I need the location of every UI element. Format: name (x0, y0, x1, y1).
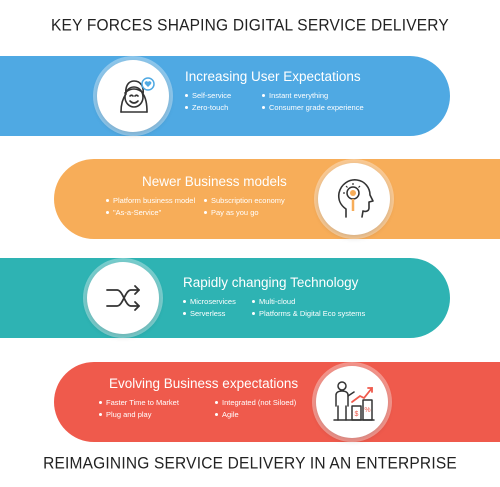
force-item: Microservices (183, 297, 236, 306)
shuffle-arrows-icon (106, 285, 140, 311)
force-band-user-expectations: Increasing User Expectations Self-servic… (0, 56, 500, 136)
force-title: Increasing User Expectations (185, 69, 361, 84)
head-idea-bulb-icon (337, 179, 374, 218)
force-item: "As-a-Service" (106, 208, 161, 217)
force-item: Self-service (185, 91, 231, 100)
force-title: Evolving Business expectations (109, 376, 299, 391)
icon-circle (87, 262, 159, 334)
force-title: Rapidly changing Technology (183, 275, 359, 290)
force-item: Plug and play (99, 410, 151, 419)
force-band-technology: Rapidly changing Technology Microservice… (0, 258, 500, 338)
footer-title: REIMAGINING SERVICE DELIVERY IN AN ENTER… (43, 454, 457, 473)
icon-circle (318, 163, 390, 235)
force-band-business-models: Newer Business models Platform business … (0, 159, 500, 239)
force-item: Integrated (not Siloed) (215, 398, 296, 407)
force-item: Instant everything (262, 91, 328, 100)
force-item: Pay as you go (204, 208, 259, 217)
force-item: Zero-touch (185, 103, 228, 112)
businessman-growth-chart-icon: $ % (333, 381, 375, 421)
force-band-business-expectations: $ % Evolving Business expectations Faste… (0, 362, 500, 442)
force-item: Consumer grade experience (262, 103, 364, 112)
svg-text:%: % (364, 407, 370, 414)
svg-text:$: $ (355, 411, 359, 418)
page-title: KEY FORCES SHAPING DIGITAL SERVICE DELIV… (51, 16, 449, 35)
icon-circle (97, 60, 169, 132)
force-item: Agile (215, 410, 239, 419)
happy-user-heart-icon (120, 77, 155, 113)
force-item: Platforms & Digital Eco systems (252, 309, 365, 318)
force-item: Subscription economy (204, 196, 285, 205)
force-item: Serverless (183, 309, 225, 318)
force-title: Newer Business models (142, 174, 287, 189)
force-item: Platform business model (106, 196, 195, 205)
force-item: Faster Time to Market (99, 398, 179, 407)
icon-circle: $ % (316, 366, 388, 438)
force-item: Multi-cloud (252, 297, 295, 306)
